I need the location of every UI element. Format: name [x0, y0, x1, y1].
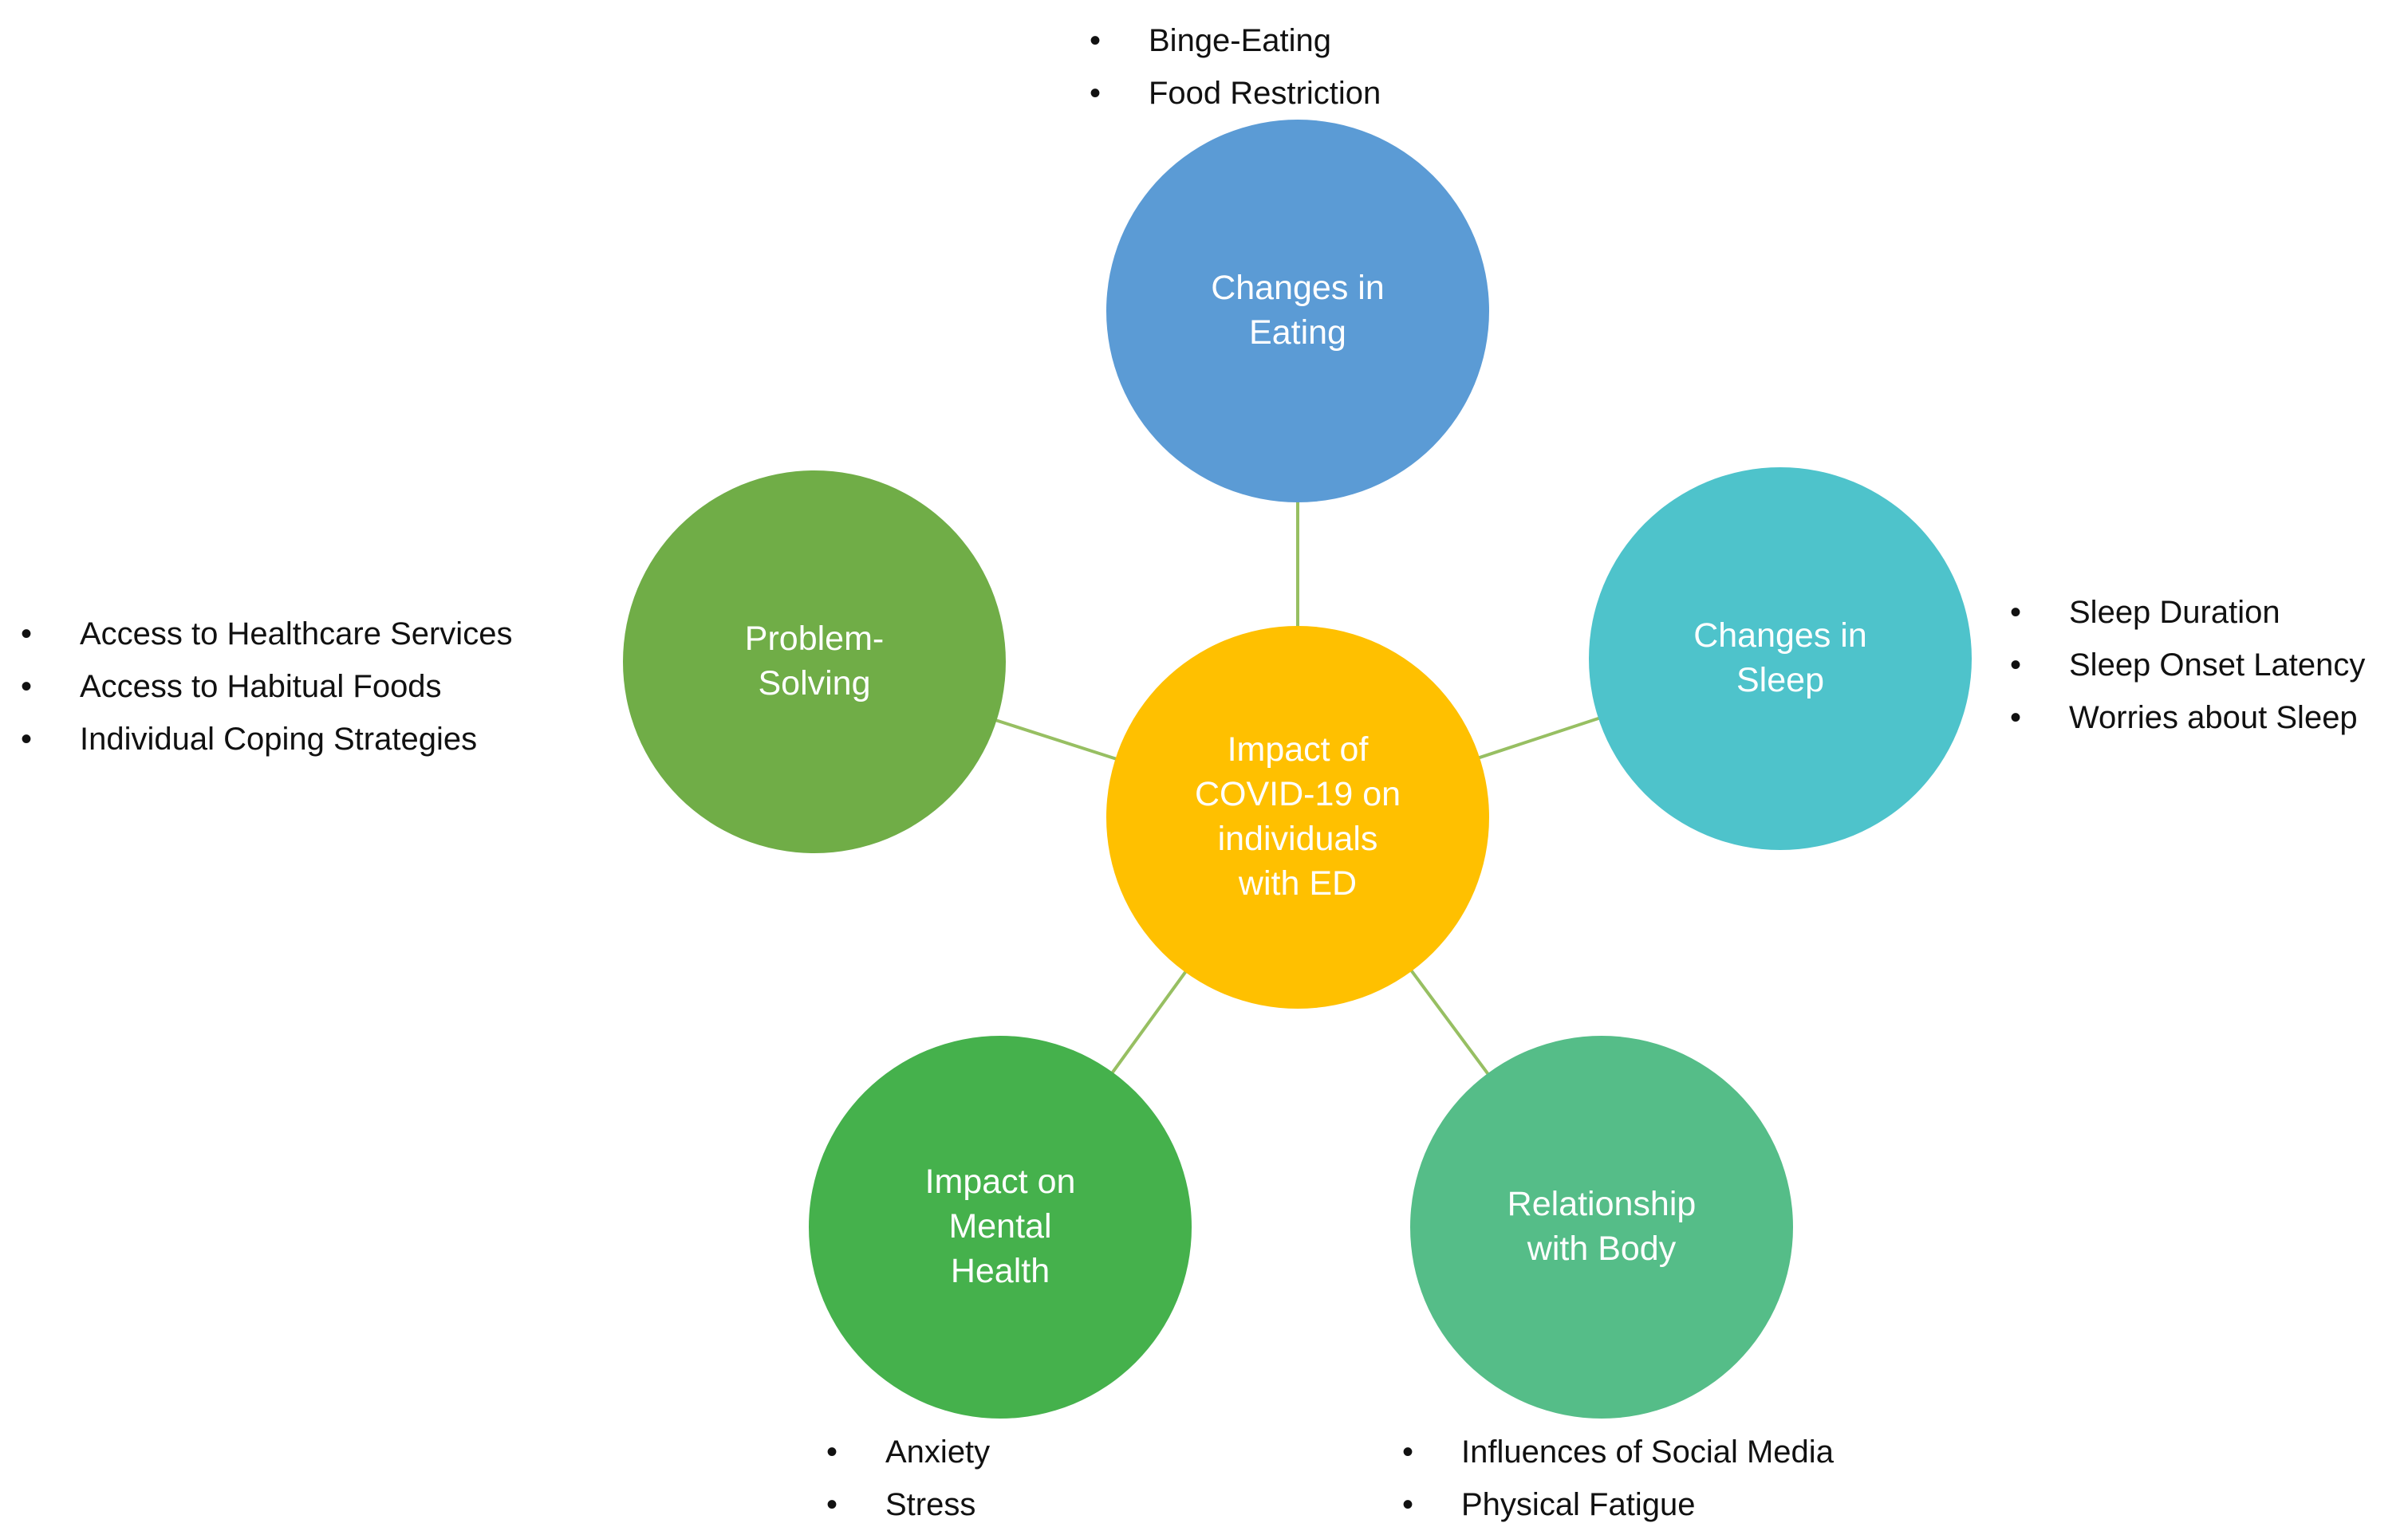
node-impact-on-mental-health: Impact on Mental Health [809, 1036, 1192, 1419]
node-label: Impact of COVID-19 on individuals with E… [1194, 730, 1401, 903]
bullet-item: Individual Coping Strategies [14, 713, 512, 765]
node-center-impact-of-covid19: Impact of COVID-19 on individuals with E… [1106, 626, 1489, 1009]
node-relationship-with-body: Relationship with Body [1410, 1036, 1793, 1419]
node-label: Relationship with Body [1507, 1185, 1697, 1268]
node-changes-in-sleep: Changes in Sleep [1589, 467, 1972, 850]
node-label: Problem-Solving [744, 620, 885, 702]
bullet-item: Sleep Onset Latency [2004, 639, 2365, 691]
bullet-item: Worries about Sleep [2004, 691, 2365, 744]
bullet-item: Access to Healthcare Services [14, 608, 512, 660]
bullets-changes-in-eating: Binge-Eating Food Restriction [1083, 14, 1381, 120]
bullet-item: Influences of Social Media [1396, 1426, 1834, 1478]
bullets-relationship-with-body: Influences of Social Media Physical Fati… [1396, 1426, 1834, 1523]
node-problem-solving: Problem-Solving [623, 470, 1006, 853]
bullet-item: Binge-Eating [1083, 14, 1381, 67]
bullets-impact-on-mental-health: Anxiety Stress [820, 1426, 990, 1523]
bullets-changes-in-sleep: Sleep Duration Sleep Onset Latency Worri… [2004, 586, 2365, 744]
node-label: Impact on Mental Health [924, 1163, 1076, 1290]
bullet-item: Food Restriction [1083, 67, 1381, 120]
bullet-item: Sleep Duration [2004, 586, 2365, 639]
bullet-item: Physical Fatigue [1396, 1478, 1834, 1523]
bullet-item: Stress [820, 1478, 990, 1523]
bullet-item: Anxiety [820, 1426, 990, 1478]
bullets-problem-solving: Access to Healthcare Services Access to … [14, 608, 512, 765]
node-label: Changes in Sleep [1693, 616, 1867, 699]
node-changes-in-eating: Changes in Eating [1106, 120, 1489, 502]
bullet-item: Access to Habitual Foods [14, 660, 512, 713]
node-label: Changes in Eating [1211, 269, 1385, 352]
